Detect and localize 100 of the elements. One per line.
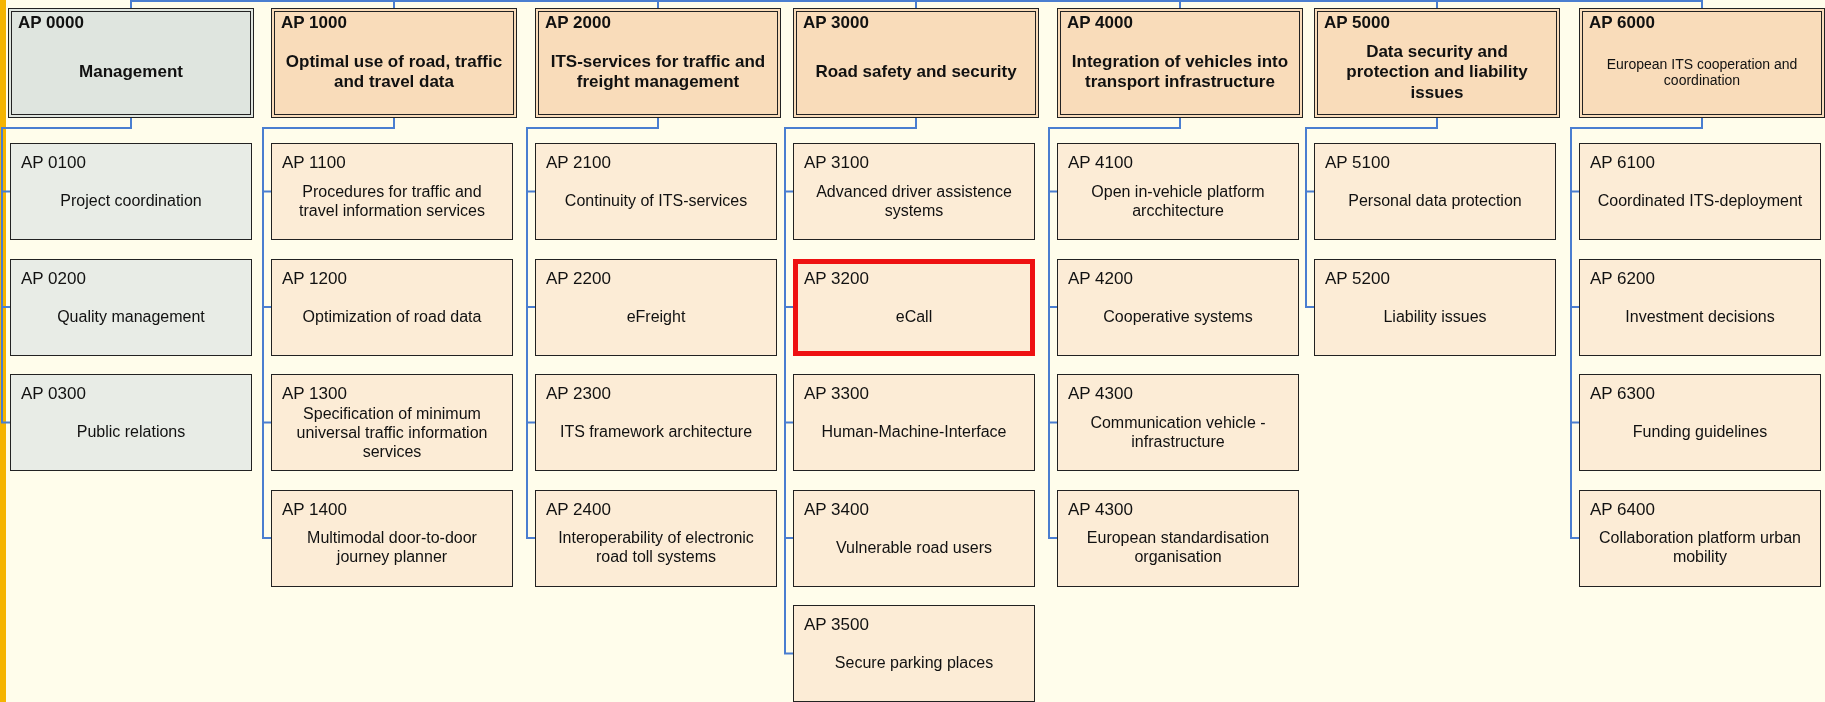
package-code: AP 0000: [18, 14, 84, 33]
package-code: AP 2400: [546, 500, 611, 520]
package-title: Collaboration platform urban mobility: [1598, 528, 1802, 567]
work-package-box: [535, 258, 777, 356]
work-package-box: [271, 489, 513, 587]
connector-line: [657, 1, 659, 9]
package-title: Specification of minimum universal traffic information services: [295, 403, 489, 462]
package-title: Interoperability of electronic road toll systems: [557, 528, 755, 567]
connector-line: [1436, 1, 1438, 9]
package-code: AP 1200: [282, 269, 347, 289]
work-package-box: [535, 374, 777, 471]
package-title: Project coordination: [60, 191, 202, 211]
package-code: AP 6400: [1590, 500, 1655, 520]
work-package-header-box: [271, 8, 517, 118]
package-title: Optimization of road data: [302, 306, 482, 326]
work-package-box: [1579, 374, 1821, 471]
work-package-box: [793, 605, 1035, 702]
connector-line: [130, 1, 132, 9]
package-code: AP 2000: [545, 14, 611, 33]
package-title: Data security and protection and liability issues: [1345, 41, 1529, 103]
work-package-box: [271, 143, 513, 240]
package-code: AP 5100: [1325, 154, 1390, 173]
work-package-box: [1579, 258, 1821, 356]
work-package-box: [10, 374, 252, 471]
work-package-box: [793, 489, 1035, 587]
work-package-header-box: [793, 8, 1039, 118]
package-title: Quality management: [57, 306, 205, 326]
package-code: AP 3300: [804, 385, 869, 404]
package-code: AP 1100: [282, 154, 346, 173]
package-title: Cooperative systems: [1103, 306, 1253, 326]
package-code: AP 6300: [1590, 385, 1655, 404]
package-code: AP 4300: [1068, 385, 1133, 404]
package-title: ITS-services for traffic and freight management: [549, 51, 767, 93]
package-title: Management: [79, 62, 183, 83]
package-title: Continuity of ITS-services: [564, 191, 748, 211]
work-package-box: [1579, 143, 1821, 240]
work-package-box: [793, 258, 1035, 356]
work-package-box: [535, 143, 777, 240]
package-code: AP 3100: [804, 154, 869, 173]
package-title: European ITS cooperation and coordination: [1605, 55, 1799, 90]
package-code: AP 4000: [1067, 14, 1133, 33]
package-title: Road safety and security: [815, 62, 1017, 83]
package-code: AP 3000: [803, 14, 869, 33]
package-title: ITS framework architecture: [559, 422, 753, 442]
package-code: AP 3500: [804, 616, 869, 635]
work-package-box: [1057, 489, 1299, 587]
work-package-header-box: [1057, 8, 1303, 118]
package-code: AP 6200: [1590, 269, 1655, 289]
work-package-header-box: [535, 8, 781, 118]
package-code: AP 5000: [1324, 14, 1390, 33]
work-package-box: [535, 489, 777, 587]
package-title: Secure parking places: [834, 653, 994, 673]
package-title: Communication vehicle - infrastructure: [1089, 412, 1267, 452]
package-title: Public relations: [76, 422, 186, 442]
package-code: AP 2100: [546, 154, 611, 173]
connector-line: [915, 1, 917, 9]
work-package-box: [1314, 258, 1556, 356]
package-code: AP 6000: [1589, 14, 1655, 33]
package-code: AP 3400: [804, 500, 869, 520]
work-package-box: [793, 374, 1035, 471]
package-title: Integration of vehicles into transport infrastructure: [1070, 51, 1290, 93]
package-code: AP 4300: [1068, 500, 1133, 520]
package-code: AP 2200: [546, 269, 611, 289]
package-title: Investment decisions: [1625, 306, 1775, 326]
package-title: European standardisation organisation: [1085, 528, 1271, 567]
work-package-box: [271, 374, 513, 471]
package-code: AP 1400: [282, 500, 347, 520]
package-code: AP 6100: [1590, 154, 1655, 173]
package-code: AP 5200: [1325, 269, 1390, 289]
package-code: AP 0300: [21, 385, 86, 404]
connector-line: [1305, 117, 1438, 308]
work-package-header-box: [1579, 8, 1825, 118]
package-title: Optimal use of road, traffic and travel data: [284, 51, 504, 93]
work-package-box: [1314, 143, 1556, 240]
package-title: Human-Machine-Interface: [821, 422, 1007, 442]
package-title: Open in-vehicle platform arcchitecture: [1090, 181, 1266, 221]
package-title: eFreight: [626, 306, 686, 326]
package-title: Liability issues: [1383, 306, 1487, 326]
work-package-box: [1057, 258, 1299, 356]
work-package-box: [10, 143, 252, 240]
package-title: Multimodal door-to-door journey planner: [306, 528, 478, 567]
work-package-box: [10, 258, 252, 356]
package-title: Coordinated ITS-deployment: [1597, 191, 1803, 211]
package-title: Advanced driver assistence systems: [815, 181, 1013, 221]
package-code: AP 4100: [1068, 154, 1133, 173]
connector-line: [393, 1, 395, 9]
package-code: AP 1300: [282, 385, 347, 404]
work-package-header-box: [1314, 8, 1560, 118]
package-code: AP 2300: [546, 385, 611, 404]
package-title: Personal data protection: [1348, 191, 1522, 211]
work-package-box: [1057, 143, 1299, 240]
connector-line: [1701, 1, 1703, 9]
work-package-box: [1057, 374, 1299, 471]
work-package-header-box: [8, 8, 254, 118]
package-code: AP 0200: [21, 269, 86, 289]
package-title: Funding guidelines: [1632, 422, 1768, 442]
package-code: AP 3200: [804, 269, 869, 289]
work-package-box: [1579, 489, 1821, 587]
package-title: eCall: [895, 306, 933, 326]
package-title: Procedures for traffic and travel information services: [298, 181, 486, 221]
